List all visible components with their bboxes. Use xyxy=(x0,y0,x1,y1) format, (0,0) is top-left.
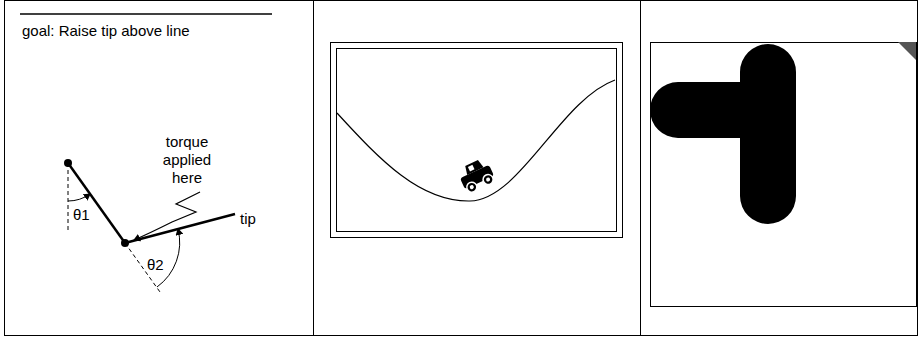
goal-label: goal: Raise tip above line xyxy=(22,22,190,40)
divider xyxy=(313,0,314,336)
frame xyxy=(5,1,918,336)
angle-label: θ1 xyxy=(73,206,90,224)
hill-curve xyxy=(337,80,615,201)
tip-label: tip xyxy=(240,210,256,228)
angle-label: θ2 xyxy=(147,256,164,274)
leader-arrow xyxy=(134,192,200,240)
link-1 xyxy=(68,163,125,243)
vertical-reference xyxy=(68,163,69,232)
goal-line xyxy=(20,13,272,15)
l-shape xyxy=(678,72,768,196)
elbow-joint xyxy=(121,239,129,247)
angle-arc xyxy=(68,194,90,201)
pivot xyxy=(64,159,72,167)
inner-box xyxy=(337,49,617,232)
divider xyxy=(640,0,641,336)
goal-corner xyxy=(898,42,916,60)
arena-box xyxy=(651,43,917,307)
callout-label: torque applied here xyxy=(152,133,222,187)
car xyxy=(456,157,496,195)
outer-box xyxy=(331,43,623,238)
